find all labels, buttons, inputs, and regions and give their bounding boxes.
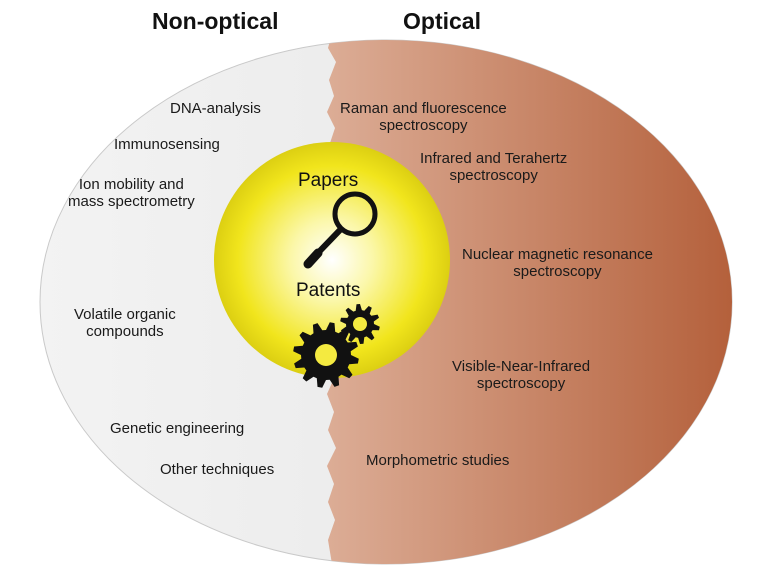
- optical-item: Morphometric studies: [366, 452, 510, 469]
- patents-label: Patents: [296, 280, 361, 301]
- optical-region: [326, 40, 732, 564]
- non-optical-item: Genetic engineering: [110, 420, 245, 437]
- header-non-optical: Non-optical: [152, 8, 279, 34]
- gears-icon: [293, 304, 380, 388]
- papers-label: Papers: [298, 170, 359, 191]
- header-optical: Optical: [403, 8, 481, 34]
- small-gear-icon-hole: [353, 317, 367, 331]
- center-circle: [214, 142, 450, 378]
- large-gear-icon-hole: [315, 344, 337, 366]
- non-optical-item: Immunosensing: [114, 136, 220, 153]
- non-optical-item: Other techniques: [160, 461, 275, 478]
- non-optical-item: DNA-analysis: [170, 100, 261, 117]
- magnifier-icon: [303, 191, 378, 269]
